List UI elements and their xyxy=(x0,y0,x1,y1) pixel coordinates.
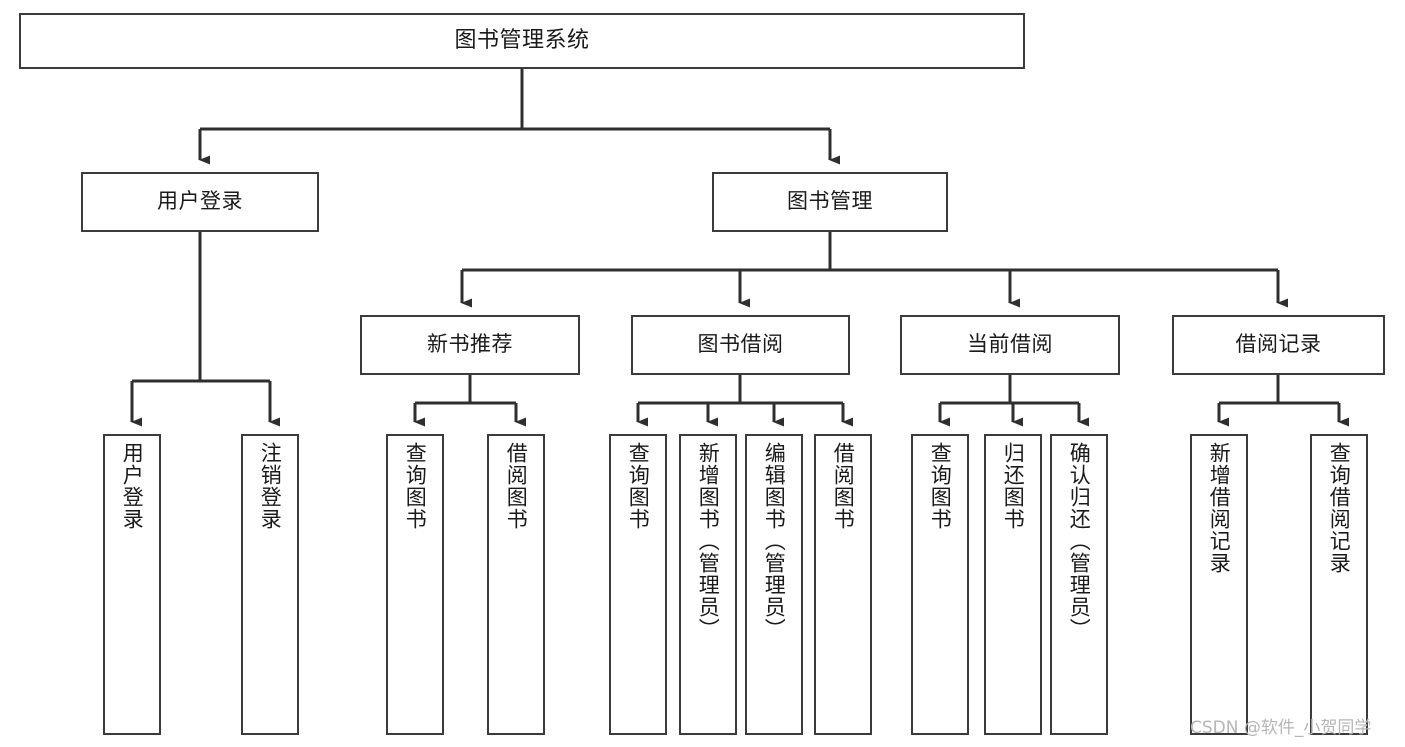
leaf-add-borrow-record[interactable]: 新增借阅记录 xyxy=(1190,434,1248,735)
leaf-user-login-label: 用户登录 xyxy=(120,442,145,530)
leaf-query-borrow-record[interactable]: 查询借阅记录 xyxy=(1310,434,1368,735)
node-book-borrow-label: 图书借阅 xyxy=(697,332,784,357)
leaf-add-book-admin-label: 新增图书（管理员） xyxy=(696,442,721,640)
leaf-return-book[interactable]: 归还图书 xyxy=(984,434,1042,735)
leaf-user-logout[interactable]: 注销登录 xyxy=(241,434,299,735)
leaf-borrow-book-label: 借阅图书 xyxy=(831,442,856,530)
leaf-query-book-current[interactable]: 查询图书 xyxy=(911,434,969,735)
leaf-edit-book-admin[interactable]: 编辑图书（管理员） xyxy=(745,434,803,735)
node-user-login[interactable]: 用户登录 xyxy=(81,172,319,232)
leaf-user-login[interactable]: 用户登录 xyxy=(103,434,161,735)
leaf-confirm-return-admin[interactable]: 确认归还（管理员） xyxy=(1050,434,1108,735)
leaf-query-book[interactable]: 查询图书 xyxy=(609,434,667,735)
node-root-label: 图书管理系统 xyxy=(454,27,590,53)
leaf-query-book-label: 查询图书 xyxy=(626,442,651,530)
node-user-login-label: 用户登录 xyxy=(157,189,243,214)
node-book-management-label: 图书管理 xyxy=(787,189,873,214)
leaf-add-book-admin[interactable]: 新增图书（管理员） xyxy=(679,434,737,735)
leaf-query-book-recommend-label: 查询图书 xyxy=(403,442,428,530)
leaf-query-borrow-record-label: 查询借阅记录 xyxy=(1327,442,1352,574)
node-current-borrow-label: 当前借阅 xyxy=(967,332,1053,357)
leaf-return-book-label: 归还图书 xyxy=(1001,442,1026,530)
leaf-query-book-current-label: 查询图书 xyxy=(928,442,953,530)
node-current-borrow[interactable]: 当前借阅 xyxy=(900,315,1120,375)
leaf-borrow-book-recommend[interactable]: 借阅图书 xyxy=(487,434,545,735)
leaf-add-borrow-record-label: 新增借阅记录 xyxy=(1207,442,1232,574)
node-new-book-recommend-label: 新书推荐 xyxy=(427,332,513,357)
leaf-edit-book-admin-label: 编辑图书（管理员） xyxy=(762,442,787,640)
leaf-borrow-book[interactable]: 借阅图书 xyxy=(814,434,872,735)
leaf-confirm-return-admin-label: 确认归还（管理员） xyxy=(1067,442,1092,640)
node-book-management[interactable]: 图书管理 xyxy=(712,172,948,232)
node-new-book-recommend[interactable]: 新书推荐 xyxy=(360,315,580,375)
node-borrow-record-label: 借阅记录 xyxy=(1235,332,1322,357)
leaf-query-book-recommend[interactable]: 查询图书 xyxy=(386,434,444,735)
csdn-watermark: CSDN @软件_小贺同学 xyxy=(1190,718,1372,738)
leaf-user-logout-label: 注销登录 xyxy=(258,442,283,530)
node-root[interactable]: 图书管理系统 xyxy=(19,13,1025,69)
leaf-borrow-book-recommend-label: 借阅图书 xyxy=(504,442,529,530)
node-book-borrow[interactable]: 图书借阅 xyxy=(631,315,850,375)
node-borrow-record[interactable]: 借阅记录 xyxy=(1172,315,1385,375)
